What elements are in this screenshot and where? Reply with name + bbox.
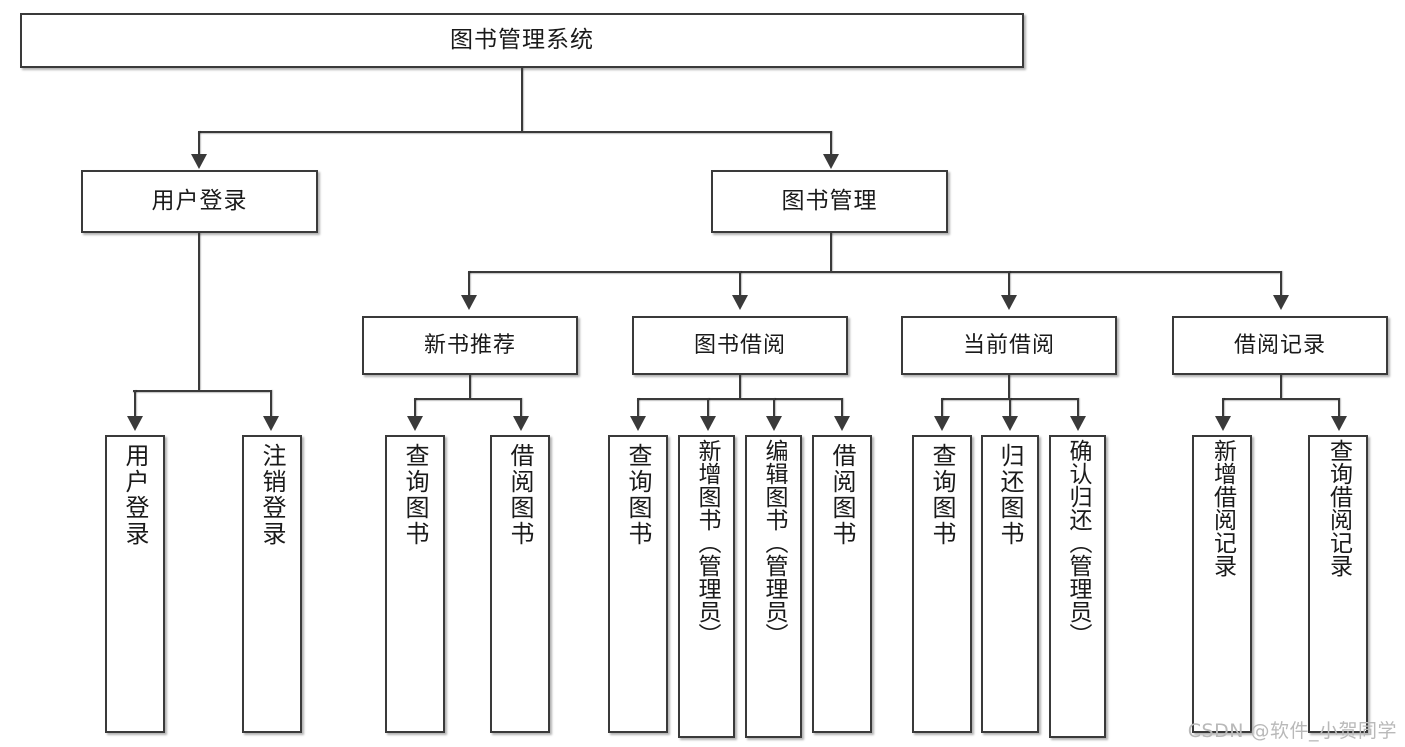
connector-bm-to-borrow-records [1280,271,1282,297]
arrowhead-bb-to-leaf-2 [700,416,716,431]
connector-new-book-bar [414,398,521,400]
connector-bb-to-leaf-4 [841,398,843,418]
node-book-management[interactable]: 图书管理 [711,170,948,233]
node-current-borrow[interactable]: 当前借阅 [901,316,1117,375]
node-label: 查询图书 [401,443,429,547]
node-user-login[interactable]: 用户登录 [81,170,318,233]
connector-borrow-records-stem [1280,375,1282,398]
leaf-book-borrow-query-books[interactable]: 查询图书 [608,435,668,733]
arrowhead-bb-to-leaf-3 [766,416,782,431]
node-label: 用户登录 [121,443,149,547]
connector-nb-to-leaf-2 [520,398,522,418]
connector-book-borrow-stem [739,375,741,398]
arrowhead-bm-to-new-book [461,295,477,310]
connector-root-to-book-management [830,131,832,156]
connector-cb-to-leaf-3 [1077,398,1079,418]
node-label: 新增图书（管理员） [694,439,720,646]
connector-br-to-leaf-2 [1338,398,1340,418]
leaf-borrow-records-add-record[interactable]: 新增借阅记录 [1192,435,1252,733]
leaf-book-borrow-edit-book-admin[interactable]: 编辑图书（管理员） [745,435,802,738]
connector-root-to-user-login [198,131,200,156]
connector-root-bar [198,131,832,133]
connector-bm-to-book-borrow [739,271,741,297]
node-label: 编辑图书（管理员） [761,439,787,646]
connector-bb-to-leaf-2 [707,398,709,418]
node-label: 当前借阅 [962,332,1055,358]
leaf-current-borrow-confirm-return-admin[interactable]: 确认归还（管理员） [1049,435,1106,738]
connector-nb-to-leaf-1 [414,398,416,418]
arrowhead-bm-to-book-borrow [732,295,748,310]
connector-borrow-records-bar [1222,398,1339,400]
leaf-user-login-signin[interactable]: 用户登录 [105,435,165,733]
connector-user-login-to-leaf-2 [270,390,272,418]
arrowhead-root-to-user-login [191,154,207,169]
arrowhead-cb-to-leaf-1 [934,416,950,431]
node-label: 借阅图书 [828,443,856,547]
leaf-current-borrow-return-books[interactable]: 归还图书 [981,435,1039,733]
connector-root-stem [521,68,523,131]
arrowhead-bm-to-borrow-records [1273,295,1289,310]
node-label: 确认归还（管理员） [1065,439,1091,646]
node-label: 借阅记录 [1233,332,1326,358]
arrowhead-user-login-to-leaf-1 [127,416,143,431]
node-label: 用户登录 [151,188,248,215]
node-label: 归还图书 [996,443,1024,547]
arrowhead-bb-to-leaf-4 [834,416,850,431]
connector-current-borrow-stem [1008,375,1010,398]
node-label: 新书推荐 [423,332,516,358]
node-label: 查询图书 [928,443,956,547]
arrowhead-bb-to-leaf-1 [630,416,646,431]
node-label: 图书借阅 [693,332,786,358]
node-borrow-records[interactable]: 借阅记录 [1172,316,1388,375]
leaf-borrow-records-query-record[interactable]: 查询借阅记录 [1308,435,1368,733]
leaf-user-login-logout[interactable]: 注销登录 [242,435,302,733]
node-new-book-recommend[interactable]: 新书推荐 [362,316,578,375]
leaf-new-book-query-books[interactable]: 查询图书 [385,435,445,733]
node-label: 图书管理 [781,188,878,215]
connector-user-login-stem [198,233,200,390]
arrowhead-nb-to-leaf-2 [513,416,529,431]
arrowhead-root-to-book-management [823,154,839,169]
node-label: 新增借阅记录 [1209,439,1236,577]
leaf-current-borrow-query-books[interactable]: 查询图书 [912,435,972,733]
node-root-book-management-system[interactable]: 图书管理系统 [20,13,1024,68]
connector-bm-to-current-borrow [1008,271,1010,297]
connector-book-management-bar [468,271,1280,273]
connector-bm-to-new-book [468,271,470,297]
arrowhead-cb-to-leaf-2 [1002,416,1018,431]
node-book-borrow[interactable]: 图书借阅 [632,316,848,375]
connector-br-to-leaf-1 [1222,398,1224,418]
arrowhead-cb-to-leaf-3 [1070,416,1086,431]
leaf-new-book-borrow-books[interactable]: 借阅图书 [490,435,550,733]
arrowhead-user-login-to-leaf-2 [263,416,279,431]
connector-user-login-bar [133,390,270,392]
connector-bb-to-leaf-3 [773,398,775,418]
arrowhead-br-to-leaf-1 [1215,416,1231,431]
node-label: 注销登录 [258,443,286,547]
arrowhead-nb-to-leaf-1 [407,416,423,431]
connector-cb-to-leaf-2 [1009,398,1011,418]
arrowhead-bm-to-current-borrow [1001,295,1017,310]
connector-book-borrow-bar [637,398,842,400]
node-label: 查询图书 [624,443,652,547]
arrowhead-br-to-leaf-2 [1331,416,1347,431]
connector-cb-to-leaf-1 [941,398,943,418]
node-label: 查询借阅记录 [1325,439,1352,577]
connector-bb-to-leaf-1 [637,398,639,418]
leaf-book-borrow-add-book-admin[interactable]: 新增图书（管理员） [678,435,735,738]
connector-book-management-stem [830,233,832,271]
connector-new-book-stem [469,375,471,398]
node-label: 图书管理系统 [450,27,594,54]
leaf-book-borrow-borrow-books[interactable]: 借阅图书 [812,435,872,733]
connector-user-login-to-leaf-1 [134,390,136,418]
node-label: 借阅图书 [506,443,534,547]
